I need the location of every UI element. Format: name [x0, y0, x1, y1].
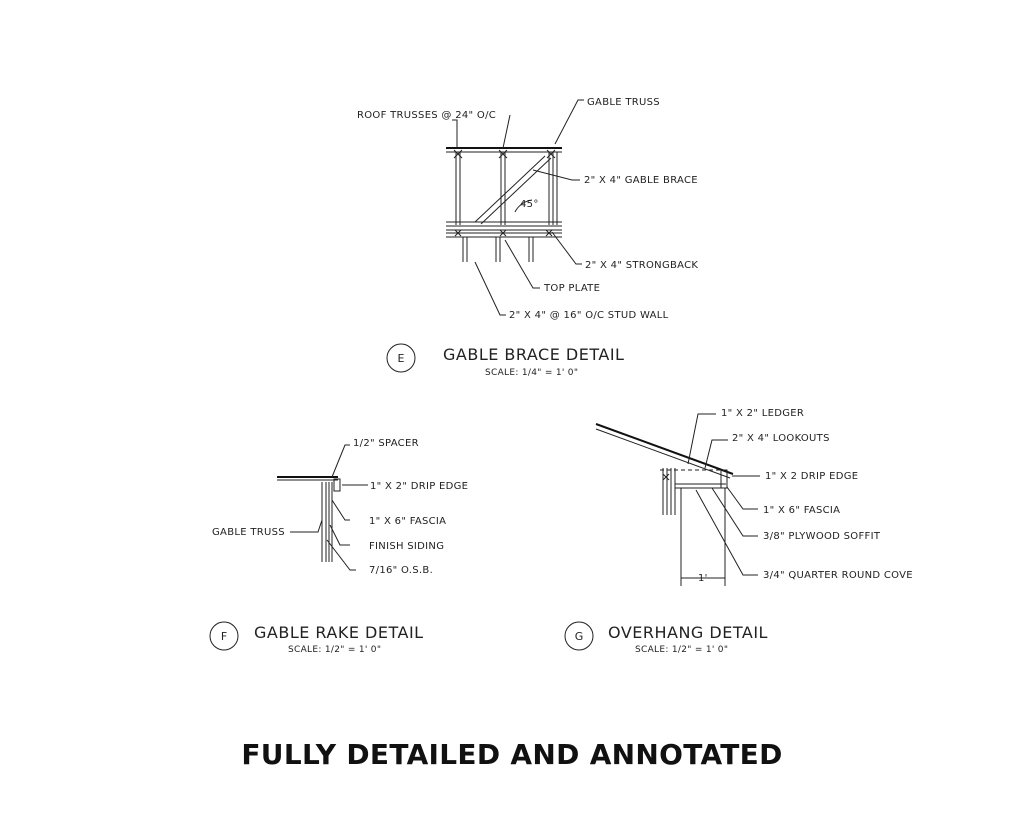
detail-tag-circle-e [386, 343, 416, 373]
detail-tag-e: E [398, 352, 405, 365]
detail-scale-f: SCALE: 1/2" = 1' 0" [288, 645, 381, 655]
ledger-label: 1" X 2" LEDGER [721, 408, 804, 419]
detail-tag-g: G [575, 630, 584, 643]
angle-label: 45° [520, 199, 539, 210]
spacer-label: 1/2" SPACER [353, 438, 419, 449]
gable-brace-detail: 45° ROOF TRUSSES [357, 97, 698, 378]
top-plate-label: TOP PLATE [543, 283, 600, 294]
overhang-drawing: 1' [595, 413, 760, 586]
dimension-label: 1' [698, 573, 708, 584]
drip-edge-label-g: 1" X 2 DRIP EDGE [765, 471, 858, 482]
lookouts-label: 2" X 4" LOOKOUTS [732, 433, 830, 444]
drip-edge-label-f: 1" X 2" DRIP EDGE [370, 481, 468, 492]
banner-heading: FULLY DETAILED AND ANNOTATED [241, 738, 783, 771]
gable-rake-detail: 1/2" SPACER 1" X 2" DRIP EDGE 1" X 6" FA… [209, 438, 468, 655]
fascia-label-g: 1" X 6" FASCIA [763, 505, 840, 516]
gable-truss-label: GABLE TRUSS [587, 97, 660, 108]
gable-truss-label-f: GABLE TRUSS [212, 527, 285, 538]
strongback-label: 2" X 4" STRONGBACK [585, 260, 698, 271]
fascia-label-f: 1" X 6" FASCIA [369, 516, 446, 527]
soffit-label: 3/8" PLYWOOD SOFFIT [763, 531, 881, 542]
detail-tag-circle-g [564, 621, 594, 651]
stud-wall-label: 2" X 4" @ 16" O/C STUD WALL [509, 310, 669, 321]
detail-scale-g: SCALE: 1/2" = 1' 0" [635, 645, 728, 655]
gable-brace-label: 2" X 4" GABLE BRACE [584, 175, 698, 186]
cove-label: 3/4" QUARTER ROUND COVE [763, 570, 913, 581]
detail-title-e: GABLE BRACE DETAIL [443, 345, 624, 364]
detail-title-f: GABLE RAKE DETAIL [254, 623, 424, 642]
detail-tag-circle-f [209, 621, 239, 651]
osb-label: 7/16" O.S.B. [369, 565, 433, 576]
overhang-detail: 1' 1" X 2" LEDGER 2" X 4" LOOKOUTS 1" X … [564, 408, 913, 655]
roof-trusses-label: ROOF TRUSSES @ 24" O/C [357, 110, 496, 121]
detail-tag-f: F [221, 630, 227, 643]
gable-brace-drawing: 45° [446, 99, 584, 316]
detail-title-g: OVERHANG DETAIL [608, 623, 768, 642]
gable-rake-drawing [277, 444, 368, 571]
finish-siding-label: FINISH SIDING [369, 541, 444, 552]
detail-scale-e: SCALE: 1/4" = 1' 0" [485, 368, 578, 378]
